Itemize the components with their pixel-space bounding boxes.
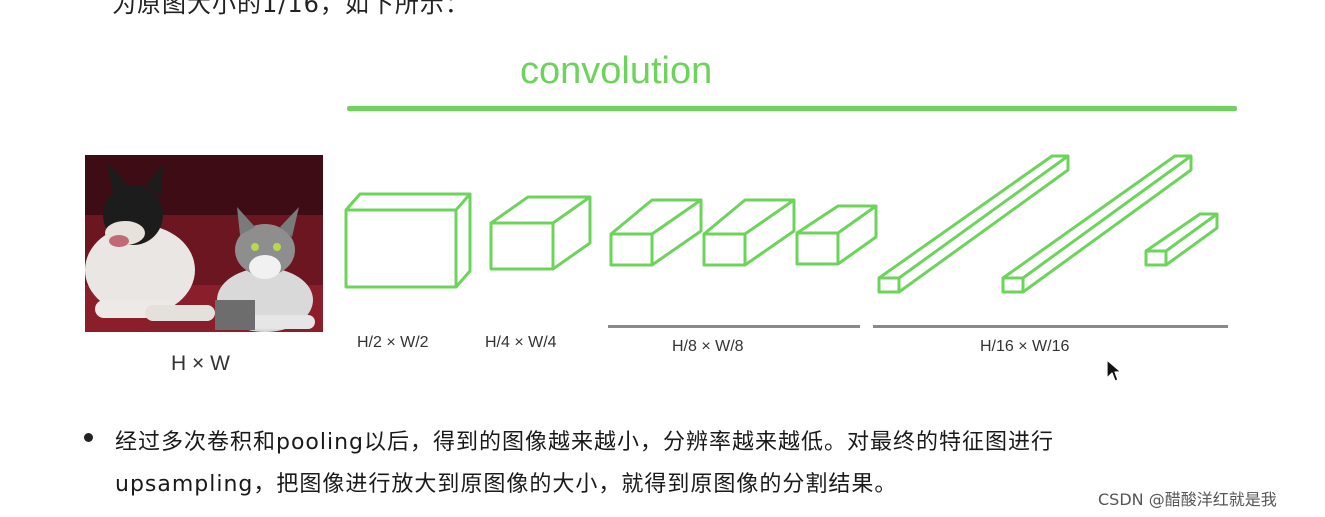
input-size-label: H × W (171, 352, 230, 375)
dog-cat-photo (85, 155, 323, 332)
feature-map-h8-b (702, 198, 796, 267)
size-label-h4: H/4 × W/4 (485, 334, 557, 351)
bullet-line-1: 经过多次卷积和pooling以后，得到的图像越来越小，分辨率越来越低。对最终的特… (115, 430, 1055, 455)
mouse-pointer-icon (1106, 359, 1122, 382)
bullet-text: 经过多次卷积和pooling以后，得到的图像越来越小，分辨率越来越低。对最终的特… (115, 422, 1054, 506)
feature-map-h8-a (609, 198, 703, 267)
size-label-h8: H/8 × W/8 (672, 338, 744, 355)
feature-map-h16-b (1001, 154, 1193, 294)
feature-map-h2 (344, 192, 472, 289)
convolution-line (347, 106, 1237, 111)
bullet-dot-icon (84, 433, 93, 442)
feature-map-cubes (344, 154, 1219, 294)
top-text-line: 为原图大小的1/16，如下所示： (112, 0, 470, 18)
group-bracket-h8 (608, 325, 860, 328)
csdn-watermark: CSDN @醋酸洋红就是我 (1098, 490, 1277, 509)
feature-map-h4 (489, 195, 592, 271)
feature-map-h16-a (877, 154, 1070, 294)
convolution-title: convolution (520, 50, 713, 92)
group-bracket-h16 (873, 325, 1228, 328)
feature-map-h16-c (1144, 212, 1219, 267)
size-label-h16: H/16 × W/16 (980, 338, 1070, 355)
feature-map-h8-c (795, 204, 878, 266)
bullet-line-2: upsampling，把图像进行放大到原图像的大小，就得到原图像的分割结果。 (115, 472, 898, 497)
fcn-convolution-diagram: convolution H × W (0, 40, 1325, 400)
size-label-h2: H/2 × W/2 (357, 334, 429, 351)
